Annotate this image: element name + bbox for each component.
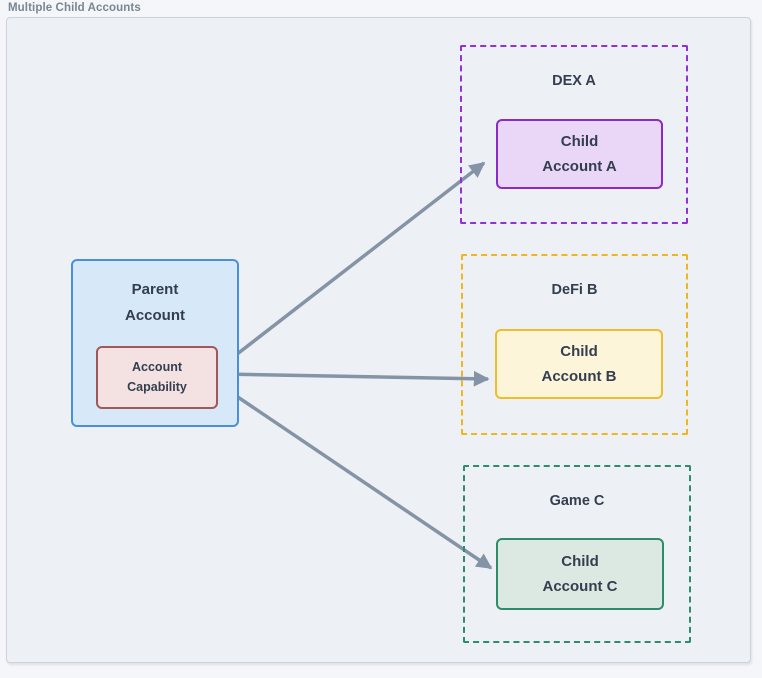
account-capability-label: Account Capability xyxy=(127,358,187,397)
child-account-b-label-line2: Account B xyxy=(541,368,617,385)
group-dex-a-label: DEX A xyxy=(552,73,596,89)
parent-account-label-line2: Account xyxy=(125,306,185,324)
account-capability-node: Account Capability xyxy=(96,346,218,409)
group-defi-b: DeFi B Child Account B xyxy=(461,254,688,435)
arrow-parent-to-child-c xyxy=(222,385,493,570)
child-account-b-label: Child Account B xyxy=(542,339,617,390)
child-account-b-label-line1: Child xyxy=(560,342,598,360)
parent-account-label-line1: Parent xyxy=(131,281,179,298)
child-account-c-label-line2: Account C xyxy=(542,578,618,595)
account-capability-label-line1: Account xyxy=(132,360,182,375)
arrow-parent-to-child-a xyxy=(221,161,486,367)
group-game-c: Game C Child Account C xyxy=(463,465,691,643)
child-account-c-label-line1: Child xyxy=(561,552,599,570)
child-account-a-node: Child Account A xyxy=(496,119,663,189)
child-account-a-label: Child Account A xyxy=(542,129,616,180)
child-account-c-node: Child Account C xyxy=(496,538,664,610)
child-account-a-label-line1: Child xyxy=(560,132,599,150)
group-defi-b-label: DeFi B xyxy=(551,282,598,298)
parent-account-node: Parent Account Account Capability xyxy=(71,259,239,427)
child-account-a-label-line2: Account A xyxy=(542,158,617,175)
child-account-c-label: Child Account C xyxy=(543,549,618,600)
diagram-title: Multiple Child Accounts xyxy=(8,2,141,14)
group-dex-a: DEX A Child Account A xyxy=(460,45,688,224)
arrow-parent-to-child-b xyxy=(222,370,490,387)
child-account-b-node: Child Account B xyxy=(495,329,663,399)
group-game-c-label: Game C xyxy=(549,493,605,509)
diagram-canvas: Parent Account Account Capability DEX A … xyxy=(6,17,751,663)
parent-account-label: Parent Account xyxy=(125,277,185,328)
account-capability-label-line2: Capability xyxy=(127,379,187,394)
